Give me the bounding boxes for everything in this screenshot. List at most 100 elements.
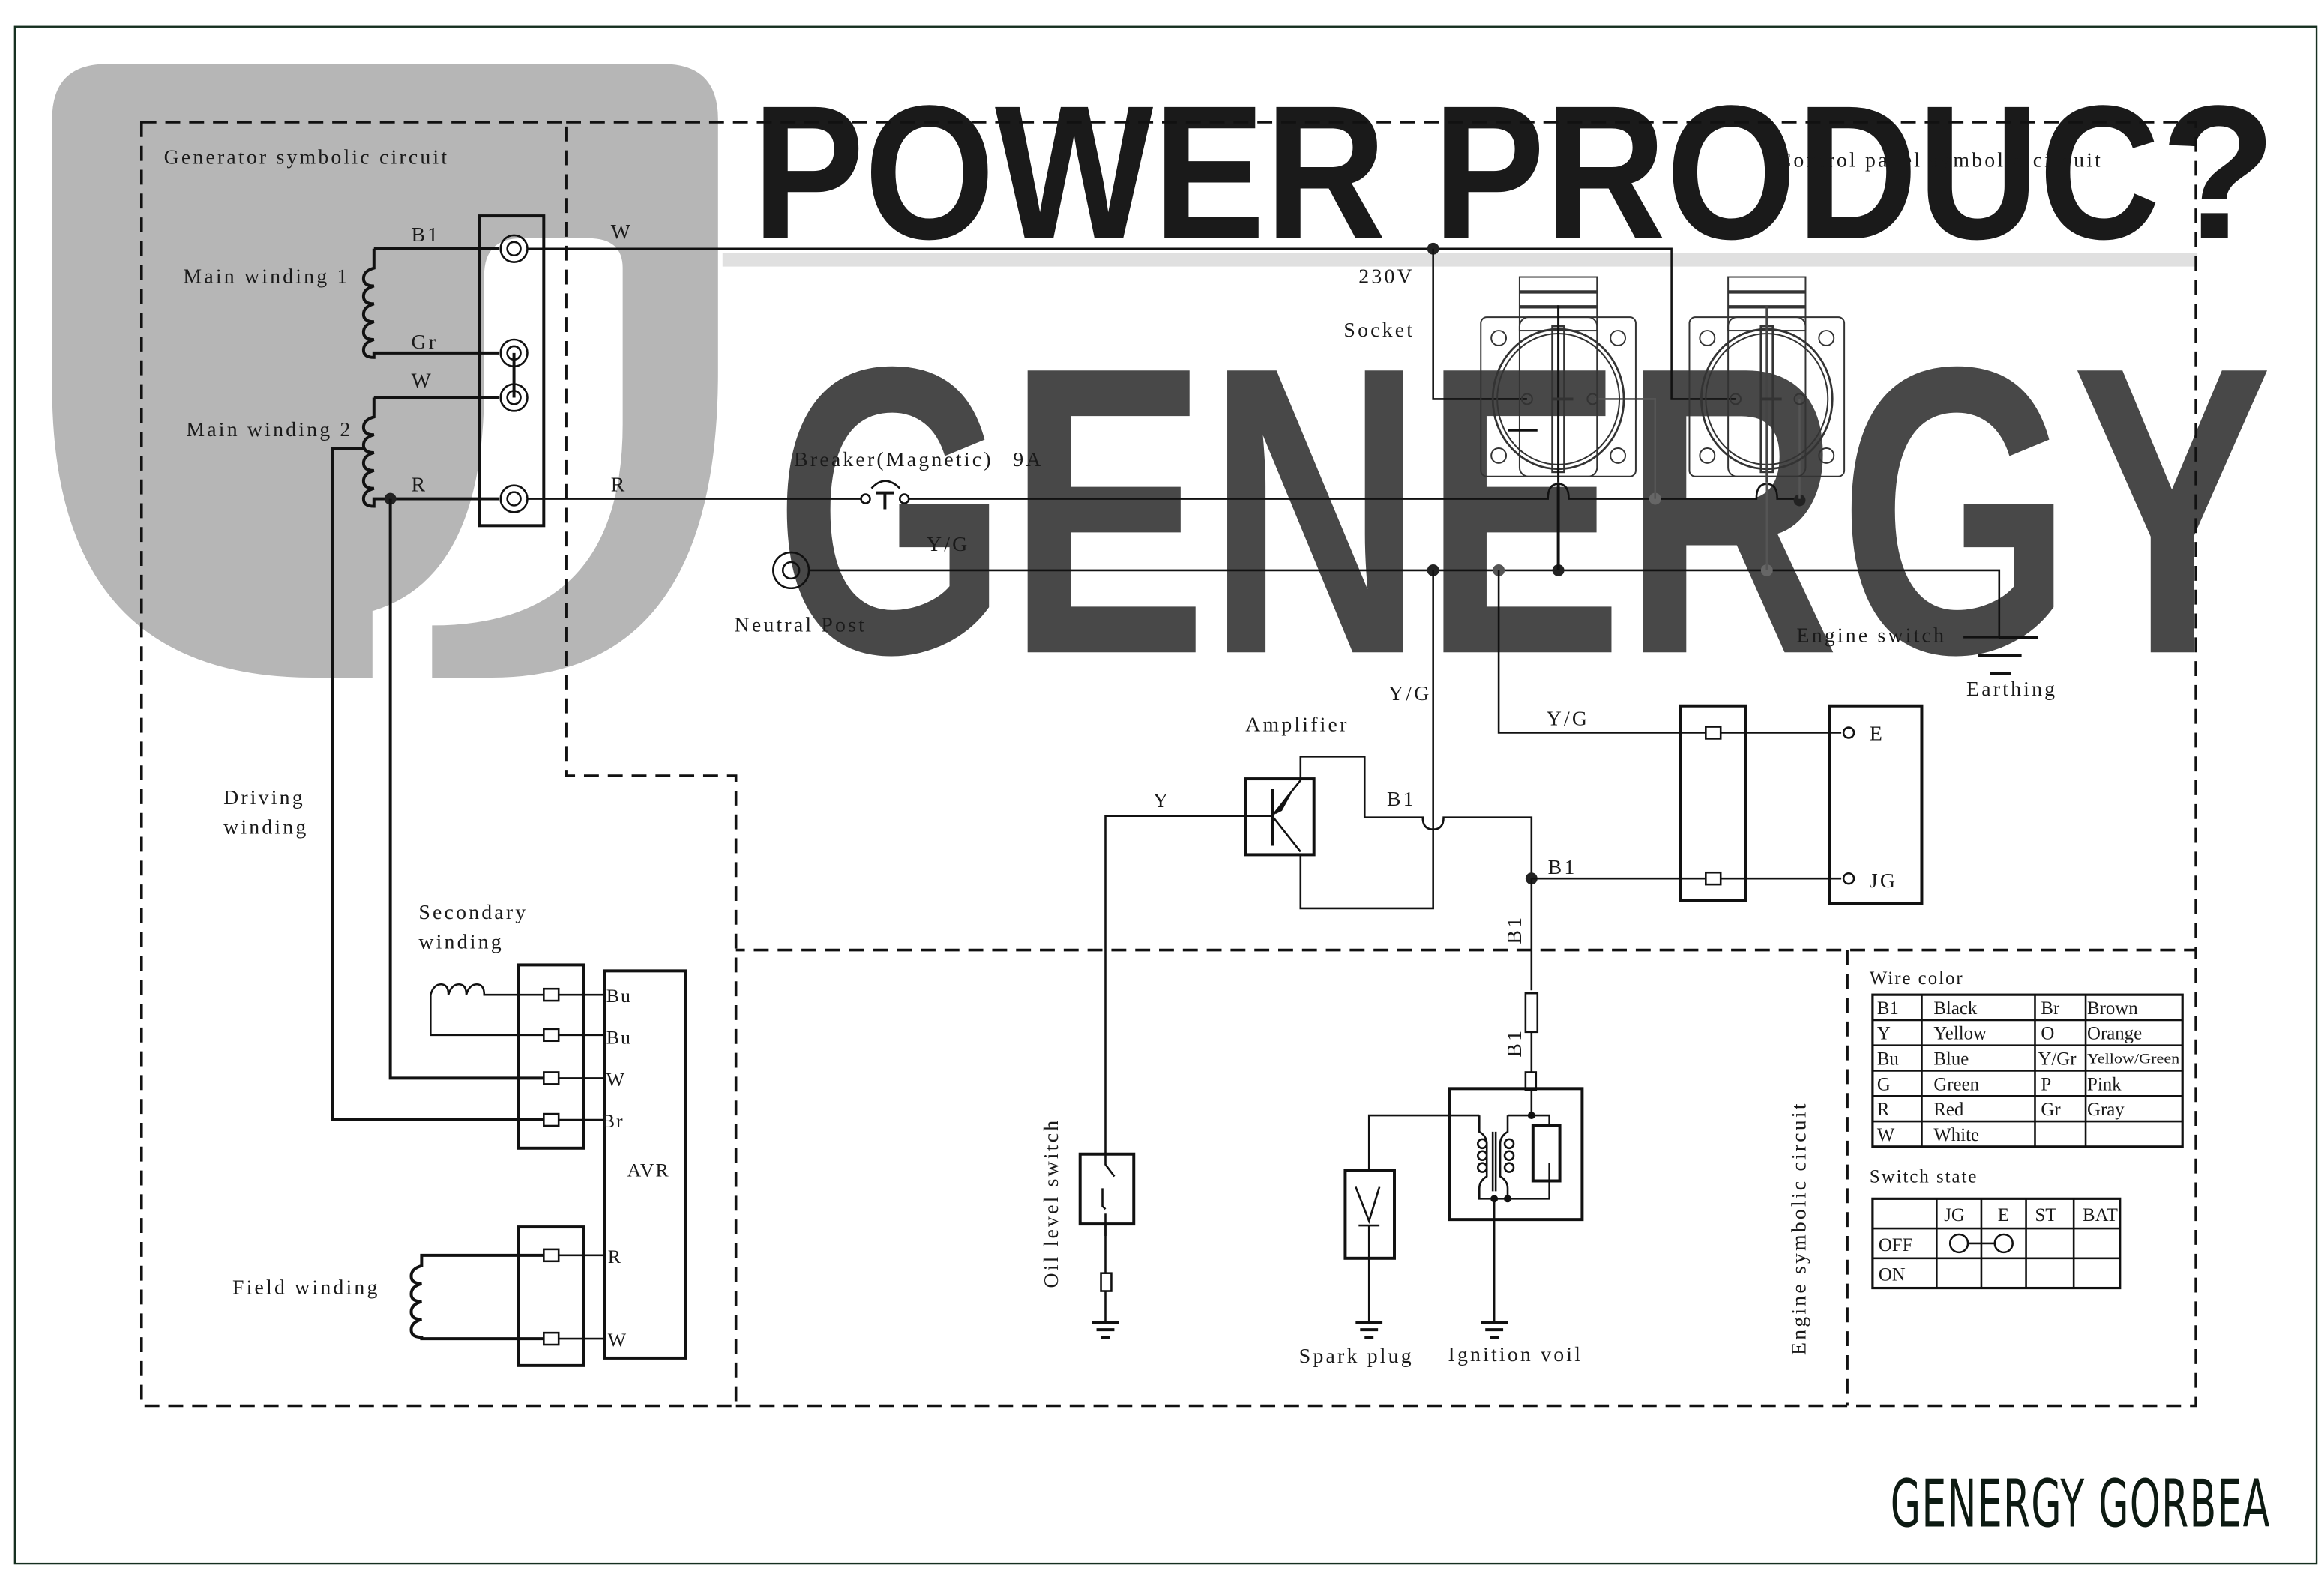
driving-winding-lead-w <box>388 498 544 1080</box>
main-winding-1-coil-icon <box>361 247 499 359</box>
socket-1-icon <box>1480 276 1637 483</box>
neutral-post-label: Neutral Post <box>735 613 867 636</box>
page-border <box>13 25 2318 1565</box>
wire-label-yg-1: Y/G <box>927 533 969 556</box>
main-winding-2-coil-icon <box>361 396 499 508</box>
control-panel-section-border <box>566 121 2197 952</box>
svg-text:Green: Green <box>1933 1074 1979 1094</box>
watermark-line2: GENERGY <box>774 281 2272 739</box>
inline-connector <box>1100 1272 1113 1292</box>
watermark-logo-icon <box>52 64 718 678</box>
wire-label-r-panel: R <box>611 474 627 497</box>
switch-pin-jg: JG <box>1870 869 1897 893</box>
svg-text:Gray: Gray <box>2087 1100 2125 1120</box>
section-boxes <box>139 121 2197 1408</box>
wire-color-row: Y Yellow O Orange <box>1877 1024 2142 1044</box>
switch-col-e: E <box>1998 1205 2009 1225</box>
wire-color-table: Wire color B1 Black Br Brown Y Yellow O … <box>1870 968 2184 1148</box>
svg-text:Gr: Gr <box>2041 1100 2061 1120</box>
terminal-posts <box>499 234 529 513</box>
engine-switch-label: Engine switch <box>1797 624 1947 647</box>
svg-text:Black: Black <box>1933 998 1978 1019</box>
watermark: POWER PRODUC ? GENERGY <box>52 64 2277 739</box>
ignition-coil-icon <box>1476 1090 1562 1339</box>
svg-text:White: White <box>1933 1125 1979 1145</box>
junction-dot <box>1793 494 1806 507</box>
breaker-rating: 9A <box>1013 448 1043 471</box>
svg-text:Yellow/Green: Yellow/Green <box>2087 1052 2180 1067</box>
socket-label: Socket <box>1343 319 1415 342</box>
watermark-line1-mark: ? <box>2160 66 2276 279</box>
wire-label-yg-2: Y/G <box>1388 682 1431 705</box>
main-winding-1-label: Main winding 1 <box>183 265 349 288</box>
wire-label-gr: Gr <box>411 331 438 354</box>
avr-pin-w-2: W <box>608 1329 627 1351</box>
generator-terminal-block <box>478 214 546 528</box>
wire-label-w: W <box>411 370 433 393</box>
wire-label-r: R <box>411 474 427 497</box>
switch-col-st: ST <box>2035 1205 2056 1225</box>
spark-plug-lead <box>1367 1114 1480 1321</box>
svg-text:Br: Br <box>2041 998 2060 1019</box>
oil-level-switch-label: Oil level switch <box>1040 1118 1063 1288</box>
generator-section-border <box>139 121 738 1408</box>
wire-label-bl-1: B1 <box>1387 788 1416 811</box>
amplifier-label: Amplifier <box>1245 713 1349 736</box>
earthing-label: Earthing <box>1966 678 2057 701</box>
secondary-winding-label-2: winding <box>418 931 503 954</box>
svg-text:Yellow: Yellow <box>1933 1024 1987 1044</box>
main-winding-2-label: Main winding 2 <box>186 418 352 441</box>
wire-label-bl-vert-2: B1 <box>1503 1028 1526 1058</box>
amplifier-transistor-icon <box>1244 755 1533 879</box>
wire-color-row: G Green P Pink <box>1877 1074 2122 1094</box>
generator-circuit: Main winding 1 B1 Gr Main winding 2 W R … <box>183 214 687 1367</box>
avr-label: AVR <box>627 1160 670 1181</box>
wire-yg-switch <box>1497 570 1706 734</box>
wire-color-row: R Red Gr Gray <box>1877 1100 2125 1120</box>
switch-state-table: Switch state JG E ST BAT OFF ON <box>1870 1166 2122 1290</box>
wire-r-line <box>527 483 1800 500</box>
socket-1-live-lead <box>1432 248 1527 400</box>
driving-winding-label-1: Driving <box>223 786 305 809</box>
wire-color-title: Wire color <box>1870 968 1964 989</box>
avr-pin-bu-1: Bu <box>606 985 632 1007</box>
avr-pin-bu-2: Bu <box>606 1027 632 1049</box>
watermark-line1: POWER PRODUC <box>753 66 2161 279</box>
wire-color-row: Bu Blue Y/Gr Yellow/Green <box>1877 1049 2180 1070</box>
wire-w-live <box>527 247 1736 400</box>
svg-text:Y/Gr: Y/Gr <box>2038 1049 2077 1070</box>
voltage-label: 230V <box>1358 265 1415 288</box>
wire-yg-line <box>809 569 2001 638</box>
engine-section-border <box>735 950 2197 1408</box>
breaker-label: Breaker(Magnetic) <box>794 448 993 471</box>
wire-color-row: B1 Black Br Brown <box>1877 998 2138 1019</box>
switch-row-off: OFF <box>1879 1235 1913 1255</box>
ignition-coil-module <box>1448 1087 1584 1222</box>
switch-col-jg: JG <box>1944 1205 1965 1225</box>
wire-y <box>1104 815 1273 1154</box>
switch-connection-jg-e-icon <box>1948 1233 2014 1254</box>
engine-switch-block <box>1828 704 1924 905</box>
secondary-winding-label-1: Secondary <box>418 901 528 924</box>
switch-row-on: ON <box>1879 1265 1906 1285</box>
switch-state-title: Switch state <box>1870 1166 1978 1186</box>
wire-label-bl-vert-1: B1 <box>1503 915 1526 944</box>
engine-section-title: Engine symbolic circuit <box>1787 1101 1810 1355</box>
ground-icon <box>1092 1291 1119 1339</box>
svg-text:Y: Y <box>1877 1024 1891 1044</box>
ignition-coil-label: Ignition voil <box>1448 1343 1583 1366</box>
watermark-underline <box>722 253 2198 267</box>
avr-pin-w: W <box>606 1068 626 1090</box>
avr-connector-block-lower <box>517 1225 585 1367</box>
svg-text:W: W <box>1877 1125 1895 1145</box>
generator-section-title: Generator symbolic circuit <box>164 146 450 169</box>
wire-yg-amplifier <box>1299 570 1434 910</box>
oil-level-switch-icon <box>1078 1152 1136 1226</box>
switch-terminal-jg <box>1842 872 1855 885</box>
connector-pins-upper <box>543 987 605 1127</box>
svg-text:B1: B1 <box>1877 998 1899 1019</box>
secondary-winding-coil-icon <box>430 983 544 1037</box>
field-winding-label: Field winding <box>232 1276 380 1299</box>
svg-text:Brown: Brown <box>2087 998 2138 1019</box>
